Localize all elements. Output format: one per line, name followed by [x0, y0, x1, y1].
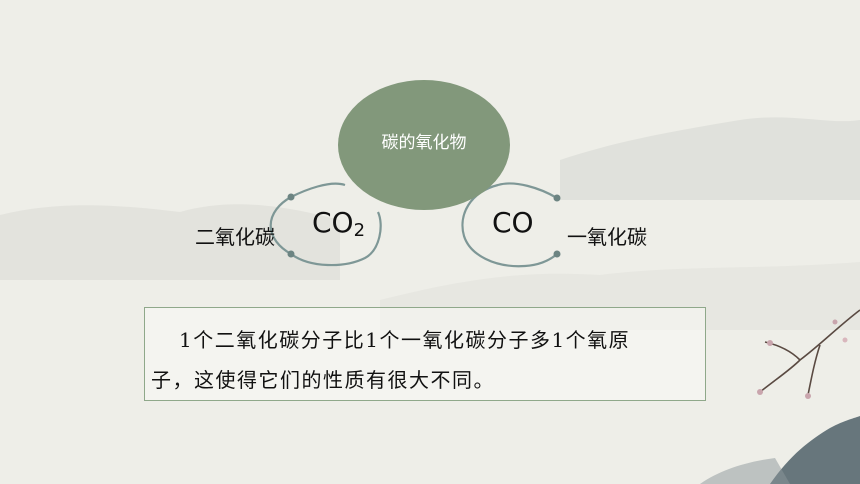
left-name-label: 二氧化碳: [195, 225, 275, 249]
plum-blossom: [832, 319, 838, 325]
left-formula: CO2: [312, 206, 366, 241]
plum-blossom: [757, 389, 763, 395]
right-formula: CO: [492, 206, 534, 239]
arc-end-dot: [287, 250, 295, 258]
mist-mountain-far: [0, 204, 340, 280]
center-circle: [338, 80, 510, 210]
left-bracket-arc: [269, 182, 382, 267]
arc-end-dot: [553, 250, 561, 258]
note-box: 1个二氧化碳分子比1个一氧化碳分子多1个氧原 子，这使得它们的性质有很大不同。: [144, 307, 706, 401]
ink-rock-light: [700, 458, 790, 484]
note-line-2: 子，这使得它们的性质有很大不同。: [151, 368, 495, 392]
arc-end-dot: [553, 194, 561, 202]
arc-end-dot: [287, 193, 295, 201]
plum-blossom: [805, 393, 811, 399]
mist-mountain-right: [560, 117, 860, 200]
plum-blossom: [767, 340, 773, 346]
right-name-label: 一氧化碳: [567, 225, 647, 249]
plum-blossom: [842, 337, 848, 343]
ink-rock: [770, 416, 860, 484]
right-bracket-arc: [461, 182, 558, 268]
note-line-1: 1个二氧化碳分子比1个一氧化碳分子多1个氧原: [179, 328, 631, 352]
center-label: 碳的氧化物: [381, 133, 467, 153]
